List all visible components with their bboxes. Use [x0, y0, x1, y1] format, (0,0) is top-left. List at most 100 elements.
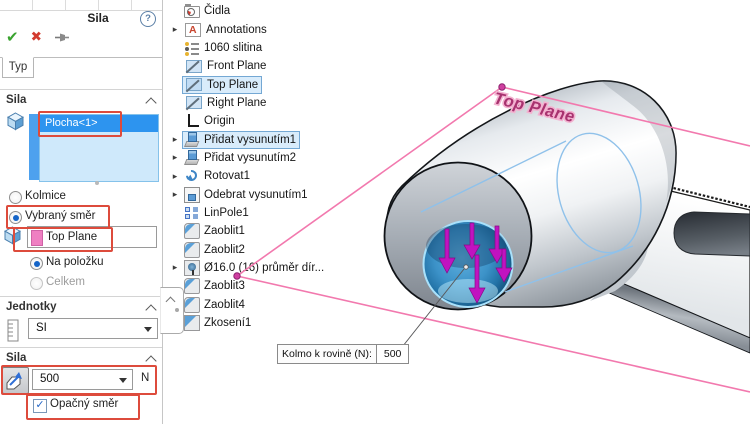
tree-item-box[interactable]: Ø16.0 (16) průměr dír... — [182, 259, 328, 277]
bore-bottom-glow — [438, 279, 498, 303]
collapse-chevron-icon[interactable] — [145, 355, 157, 367]
tree-item-box[interactable]: Zaoblit2 — [182, 241, 249, 259]
help-icon[interactable]: ? — [140, 11, 156, 27]
force-arrows — [438, 222, 513, 304]
collapse-chevron-icon[interactable] — [145, 304, 157, 316]
radio-vybrany-smer[interactable] — [9, 211, 22, 224]
force-arrow — [488, 225, 506, 264]
section-header-force-value: Sila — [6, 352, 27, 364]
plane-vertex-handle[interactable] — [498, 83, 506, 91]
radio-vybrany-smer-label[interactable]: Vybraný směr — [25, 210, 96, 222]
ok-button[interactable]: ✔ — [6, 29, 19, 46]
bore-selected-face[interactable] — [422, 220, 514, 308]
tree-item-box[interactable]: Zkosení1 — [182, 314, 255, 332]
base-plate-front-edge[interactable] — [599, 274, 750, 354]
radio-na-polozku-label[interactable]: Na položku — [46, 256, 104, 268]
tree-item-p-idat-vysunut-m1[interactable]: ▸ Přidat vysunutím1 — [168, 130, 328, 149]
pm-tab[interactable] — [0, 0, 33, 10]
unit-system-value: SI — [36, 322, 47, 334]
tree-item-linpole1[interactable]: LinPole1 — [168, 204, 328, 222]
tree-item-rotovat1[interactable]: ▸ Rotovat1 — [168, 167, 328, 185]
tree-item-zaoblit4[interactable]: Zaoblit4 — [168, 296, 328, 314]
resize-grip[interactable] — [95, 181, 99, 185]
tree-item-16-0-16-pr-m-r-d-r[interactable]: ▸ Ø16.0 (16) průměr dír... — [168, 259, 328, 277]
callout-value[interactable]: 500 — [375, 345, 409, 363]
pm-tab[interactable] — [99, 0, 132, 10]
tree-item-label: Přidat vysunutím2 — [204, 151, 297, 164]
tree-item-right-plane[interactable]: Right Plane — [168, 94, 328, 112]
radio-na-polozku[interactable] — [30, 257, 43, 270]
tree-item-zkosen-1[interactable]: Zkosení1 — [168, 314, 328, 332]
expand-arrow-icon[interactable]: ▸ — [172, 189, 178, 200]
bracket-web[interactable] — [590, 204, 649, 301]
tab-typ[interactable]: Typ — [2, 57, 34, 78]
expand-arrow-icon[interactable]: ▸ — [172, 134, 178, 145]
property-manager-tabstrip[interactable] — [0, 0, 162, 11]
tree-item-box[interactable]: Přidat vysunutím1 — [182, 130, 301, 149]
base-plate-top-face[interactable] — [602, 187, 750, 339]
tree-item-top-plane[interactable]: Top Plane — [168, 75, 328, 94]
tree-item-p-idat-vysunut-m2[interactable]: ▸ Přidat vysunutím2 — [168, 149, 328, 167]
tree-item-box[interactable]: Čidla — [182, 3, 234, 19]
reverse-direction-label[interactable]: Opačný směr — [50, 398, 119, 410]
pin-icon[interactable] — [54, 32, 70, 43]
tree-item-box[interactable]: Zaoblit3 — [182, 277, 249, 295]
force-value[interactable]: 500 — [40, 373, 60, 385]
selected-face-item[interactable]: Plocha<1> — [40, 115, 158, 132]
direction-reference-field[interactable]: Top Plane — [27, 226, 157, 248]
tree-item-box[interactable]: Zaoblit1 — [182, 222, 249, 240]
expand-arrow-icon[interactable]: ▸ — [172, 152, 178, 163]
expand-arrow-icon[interactable]: ▸ — [172, 262, 178, 273]
slot-hole[interactable] — [673, 211, 750, 257]
pm-tab[interactable] — [33, 0, 66, 10]
tree-item-box[interactable]: Annotations — [182, 21, 271, 39]
pm-tab[interactable] — [66, 0, 99, 10]
tree-item-zaoblit3[interactable]: Zaoblit3 — [168, 277, 328, 295]
plane-icon — [185, 59, 202, 73]
tree-item-box[interactable]: Right Plane — [182, 94, 270, 112]
tree-item-label: Annotations — [206, 23, 267, 36]
cylinder-front-face[interactable] — [383, 161, 533, 311]
tree-item-box[interactable]: Origin — [182, 112, 239, 130]
expand-arrow-icon[interactable]: ▸ — [172, 170, 178, 181]
tree-item-box[interactable]: Přidat vysunutím2 — [182, 149, 300, 167]
tree-item-idla[interactable]: Čidla — [168, 2, 328, 20]
collapse-chevron-icon[interactable] — [145, 97, 157, 109]
selection-listbox[interactable]: Plocha<1> — [39, 114, 159, 182]
cylinder-body[interactable] — [386, 80, 677, 308]
tree-item-origin[interactable]: Origin — [168, 112, 328, 130]
sensors-folder-icon — [184, 4, 200, 19]
tree-item-box[interactable]: LinPole1 — [182, 204, 253, 222]
plane-label[interactable]: Top Plane — [490, 88, 578, 128]
section-header-units: Jednotky — [6, 301, 57, 313]
unit-system-select[interactable]: SI — [28, 318, 158, 339]
tree-item-box[interactable]: Top Plane — [182, 75, 263, 94]
tree-item-box[interactable]: Front Plane — [182, 57, 270, 75]
tree-item-zaoblit1[interactable]: Zaoblit1 — [168, 222, 328, 240]
tree-item-front-plane[interactable]: Front Plane — [168, 57, 328, 75]
chevron-down-icon — [144, 327, 152, 336]
sketch-projection[interactable] — [420, 123, 654, 293]
ruler-icon — [7, 319, 19, 342]
tree-item-zaoblit2[interactable]: Zaoblit2 — [168, 240, 328, 258]
force-arrow — [463, 222, 481, 260]
cancel-button[interactable]: ✖ — [30, 29, 42, 44]
tree-item-box[interactable]: Zaoblit4 — [182, 296, 249, 314]
radio-kolmice[interactable] — [9, 191, 22, 204]
tree-item-label: Čidla — [204, 5, 231, 18]
tree-item-box[interactable]: Odebrat vysunutím1 — [182, 186, 312, 204]
tree-item-box[interactable]: Rotovat1 — [182, 167, 254, 185]
tree-item-annotations[interactable]: ▸ Annotations — [168, 20, 328, 38]
chevron-left-icon — [165, 296, 176, 307]
tree-item-1060-slitina[interactable]: 1060 slitina — [168, 39, 328, 57]
radio-kolmice-label[interactable]: Kolmice — [25, 190, 66, 202]
force-direction-button[interactable] — [2, 367, 29, 394]
tree-item-odebrat-vysunut-m1[interactable]: ▸ Odebrat vysunutím1 — [168, 185, 328, 203]
sketch-tangent-line — [504, 245, 634, 293]
expand-arrow-icon[interactable]: ▸ — [172, 24, 178, 35]
reverse-direction-checkbox[interactable]: ✓ — [33, 399, 47, 413]
tree-item-box[interactable]: 1060 slitina — [182, 39, 266, 57]
radio-celkem[interactable] — [30, 277, 43, 290]
force-value-combo[interactable]: 500 — [32, 369, 133, 390]
panel-flyout-handle[interactable] — [160, 287, 184, 334]
